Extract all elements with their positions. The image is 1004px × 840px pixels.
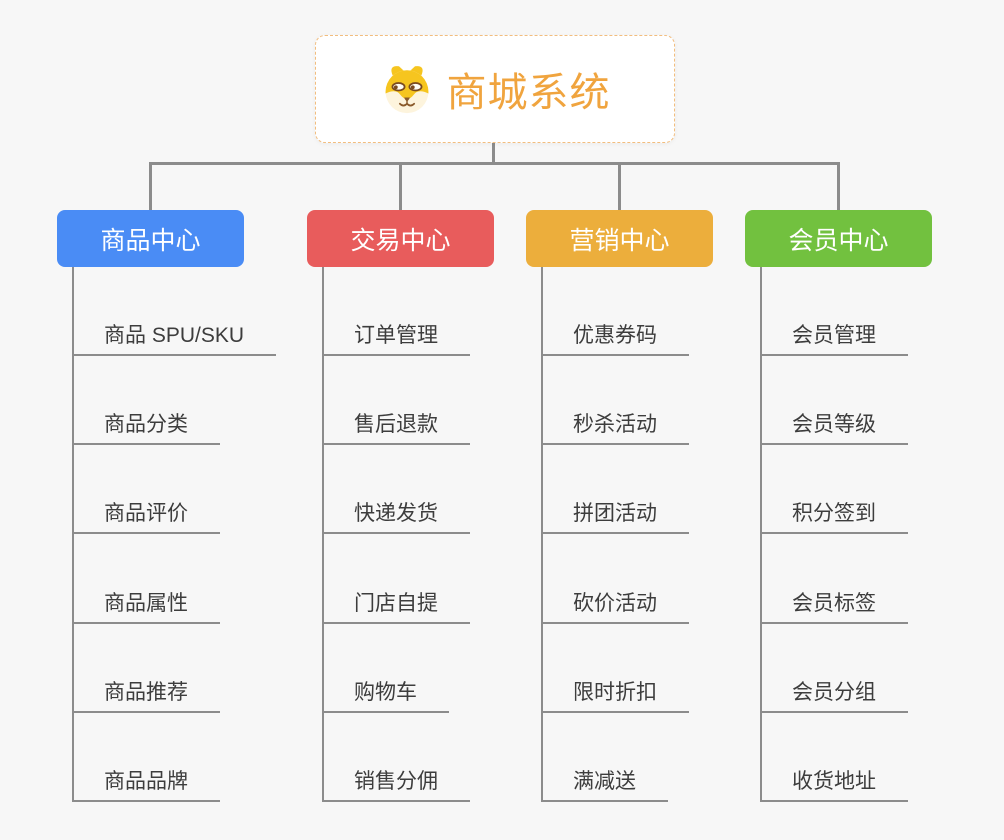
branch-label: 会员中心 [788, 226, 889, 255]
leaf-node[interactable]: 秒杀活动 [541, 411, 689, 445]
leaf-node[interactable]: 商品分类 [72, 411, 220, 445]
connector-drop-product [149, 162, 152, 210]
branch-node-trade-center[interactable]: 交易中心 [307, 210, 494, 267]
leaf-node[interactable]: 门店自提 [322, 590, 470, 624]
branch-node-member-center[interactable]: 会员中心 [745, 210, 932, 267]
leaf-node[interactable]: 快递发货 [322, 500, 470, 534]
connector-drop-marketing [618, 162, 621, 210]
leaf-node[interactable]: 积分签到 [760, 500, 908, 534]
connector-drop-trade [399, 162, 402, 210]
shiba-dog-icon [380, 64, 434, 114]
leaf-node[interactable]: 售后退款 [322, 411, 470, 445]
leaf-node[interactable]: 商品 SPU/SKU [72, 322, 277, 356]
root-title: 商城系统 [446, 71, 611, 115]
connector-spine-member [760, 267, 762, 801]
connector-drop-member [837, 162, 840, 210]
leaf-node[interactable]: 会员等级 [760, 411, 908, 445]
connector-spine-marketing [541, 267, 543, 801]
leaf-node[interactable]: 会员管理 [760, 322, 908, 356]
root-node[interactable]: 商城系统 [315, 35, 675, 143]
leaf-node[interactable]: 优惠券码 [541, 322, 689, 356]
leaf-node[interactable]: 满减送 [541, 768, 668, 802]
connector-spine-trade [322, 267, 324, 801]
leaf-node[interactable]: 购物车 [322, 679, 449, 713]
branch-node-product-center[interactable]: 商品中心 [57, 210, 244, 267]
connector-root-stem [492, 143, 495, 163]
leaf-node[interactable]: 商品属性 [72, 590, 220, 624]
connector-spine-product [72, 267, 74, 801]
leaf-node[interactable]: 销售分佣 [322, 768, 470, 802]
leaf-node[interactable]: 商品品牌 [72, 768, 220, 802]
leaf-node[interactable]: 订单管理 [322, 322, 470, 356]
branch-node-marketing-center[interactable]: 营销中心 [526, 210, 713, 267]
leaf-node[interactable]: 商品评价 [72, 500, 220, 534]
leaf-node[interactable]: 砍价活动 [541, 590, 689, 624]
branch-label: 交易中心 [350, 226, 451, 255]
branch-label: 营销中心 [569, 226, 670, 255]
leaf-node[interactable]: 会员标签 [760, 590, 908, 624]
leaf-node[interactable]: 收货地址 [760, 768, 908, 802]
connector-bus [149, 162, 840, 165]
leaf-node[interactable]: 限时折扣 [541, 679, 689, 713]
leaf-node[interactable]: 拼团活动 [541, 500, 689, 534]
leaf-node[interactable]: 会员分组 [760, 679, 908, 713]
leaf-node[interactable]: 商品推荐 [72, 679, 220, 713]
branch-label: 商品中心 [100, 226, 201, 255]
